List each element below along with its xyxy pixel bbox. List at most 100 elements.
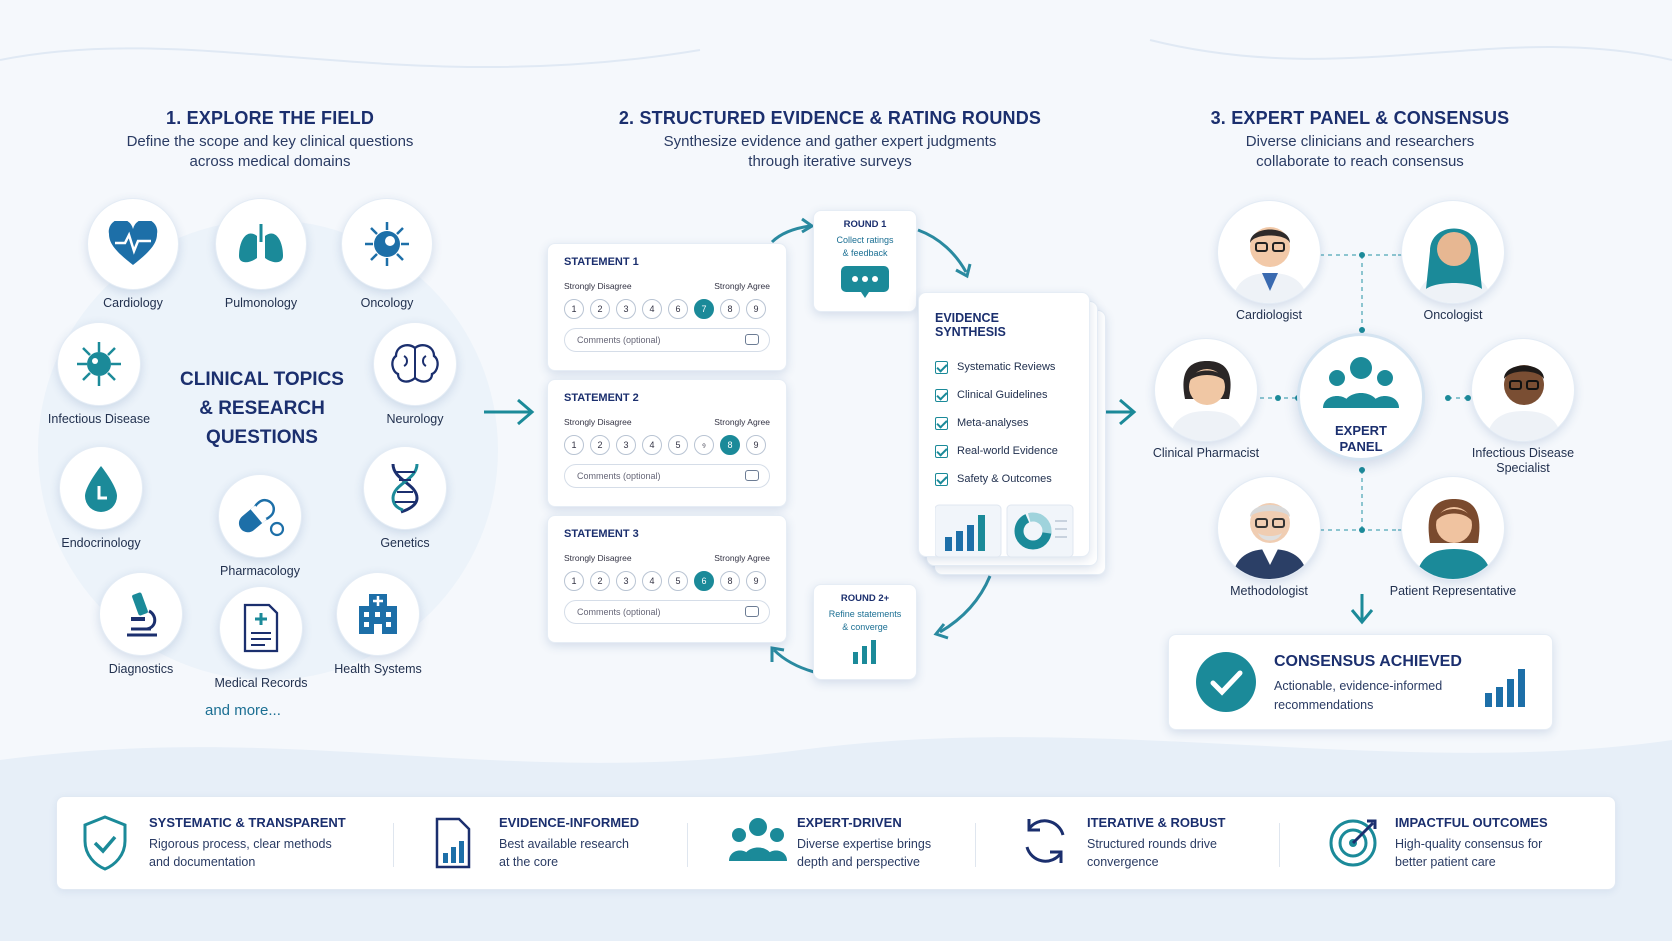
rating-option[interactable]: 8 (720, 435, 740, 455)
feature-title: SYSTEMATIC & TRANSPARENT (149, 815, 346, 830)
topic-genetics: Genetics (340, 446, 470, 550)
rating-option[interactable]: 3 (616, 571, 636, 591)
comments-input[interactable]: Comments (optional) (564, 328, 770, 352)
chat-icon (745, 334, 759, 345)
rating-option[interactable]: 1 (564, 571, 584, 591)
consensus-title: CONSENSUS ACHIEVED (1274, 653, 1462, 670)
person-label: Clinical Pharmacist (1152, 446, 1260, 460)
synthesis-item: Meta-analyses (935, 409, 1073, 437)
synthesis-item-label: Systematic Reviews (957, 361, 1056, 373)
and-more-text: and more... (205, 702, 281, 719)
statement-title: STATEMENT 3 (564, 528, 639, 540)
topic-label: Cardiology (103, 296, 163, 310)
hospital-icon (359, 594, 397, 634)
rating-option[interactable]: 7 (694, 299, 714, 319)
rating-option[interactable]: 2 (590, 435, 610, 455)
chat-icon (745, 470, 759, 481)
feature-subtitle-line-2: depth and perspective (797, 855, 921, 869)
topic-label: Infectious Disease (47, 412, 151, 426)
feature-title: ITERATIVE & ROBUST (1087, 815, 1226, 830)
rating-option[interactable]: 3 (616, 299, 636, 319)
expert-oncologist: Oncologist (1378, 200, 1528, 323)
rating-option[interactable]: 4 (642, 435, 662, 455)
drop-icon (85, 466, 117, 512)
scale-low-label: Strongly Disagree (564, 417, 632, 427)
feature-subtitle-line-1: Rigorous process, clear methods (149, 837, 332, 851)
topic-endocrinology: Endocrinology (36, 446, 166, 550)
topic-medical-records: Medical Records (196, 586, 326, 690)
rating-option[interactable]: 4 (642, 299, 662, 319)
rating-option[interactable]: 2 (590, 299, 610, 319)
rating-option[interactable]: 2 (590, 571, 610, 591)
checkbox-checked-icon (935, 360, 948, 374)
round-subtitle-line-1: Collect ratings (836, 235, 894, 245)
check-circle-icon (1196, 652, 1256, 712)
lungs-icon (239, 224, 283, 263)
feature-subtitle-line-2: better patient care (1395, 855, 1496, 869)
doctor-avatar-icon (1486, 365, 1562, 441)
person-label: Patient Representative (1389, 584, 1517, 598)
topic-label: Neurology (386, 412, 444, 426)
rating-option[interactable]: ꝰ (694, 435, 714, 455)
person-avatar-icon (1416, 499, 1492, 579)
synthesis-item-label: Meta-analyses (957, 417, 1029, 429)
bar-chart-icon (853, 640, 876, 664)
topic-cardiology: Cardiology (68, 198, 198, 310)
rating-option[interactable]: 1 (564, 435, 584, 455)
rating-option[interactable]: 8 (720, 571, 740, 591)
rating-option[interactable]: 9 (746, 571, 766, 591)
cell-icon (365, 222, 409, 266)
document-icon (243, 603, 279, 653)
rating-option[interactable]: 1 (564, 299, 584, 319)
rating-option[interactable]: 8 (720, 299, 740, 319)
rating-option[interactable]: 3 (616, 435, 636, 455)
topic-diagnostics: Diagnostics (76, 572, 206, 676)
rating-option[interactable]: 4 (642, 571, 662, 591)
synthesis-item-label: Real-world Evidence (957, 445, 1058, 457)
comments-input[interactable]: Comments (optional) (564, 600, 770, 624)
chat-bubble-icon (841, 266, 889, 298)
panel-label-line-2: PANEL (1339, 439, 1383, 454)
round-2-card: ROUND 2+ Refine statements& converge (813, 584, 917, 680)
feature-title: IMPACTFUL OUTCOMES (1395, 815, 1548, 830)
feature-subtitle-line-1: Best available research (499, 837, 629, 851)
section-1-subtitle-line-1: Define the scope and key clinical questi… (126, 133, 414, 150)
section-1-subtitle: Define the scope and key clinical questi… (90, 132, 450, 172)
topic-label: Diagnostics (108, 662, 174, 676)
rating-option[interactable]: 6 (694, 571, 714, 591)
feature-subtitle-line-1: High-quality consensus for (1395, 837, 1543, 851)
consensus-subtitle-line-1: Actionable, evidence-informed (1274, 679, 1443, 693)
hub-line-2: & RESEARCH (199, 398, 325, 419)
rating-option[interactable]: 6 (668, 299, 688, 319)
rating-option[interactable]: 5 (668, 435, 688, 455)
comments-input[interactable]: Comments (optional) (564, 464, 770, 488)
rating-option[interactable]: 9 (746, 435, 766, 455)
topic-label: Endocrinology (61, 536, 141, 550)
person-label: Oncologist (1423, 308, 1483, 322)
rating-option[interactable]: 5 (668, 571, 688, 591)
feature-subtitle-line-2: convergence (1087, 855, 1159, 869)
topic-label: Pharmacology (220, 564, 300, 578)
section-2-subtitle-line-2: through iterative surveys (748, 153, 912, 170)
group-icon (729, 818, 787, 861)
checkbox-checked-icon (935, 388, 948, 402)
heart-icon (108, 221, 158, 265)
round-subtitle-line-1: Refine statements (828, 609, 902, 619)
expert-methodologist: Methodologist (1194, 476, 1344, 599)
topic-neurology: Neurology (350, 322, 480, 426)
group-icon (1323, 357, 1399, 408)
scale-high-label: Strongly Agree (714, 553, 770, 563)
rating-option[interactable]: 9 (746, 299, 766, 319)
dna-icon (391, 463, 419, 514)
topic-oncology: Oncology (322, 198, 452, 310)
